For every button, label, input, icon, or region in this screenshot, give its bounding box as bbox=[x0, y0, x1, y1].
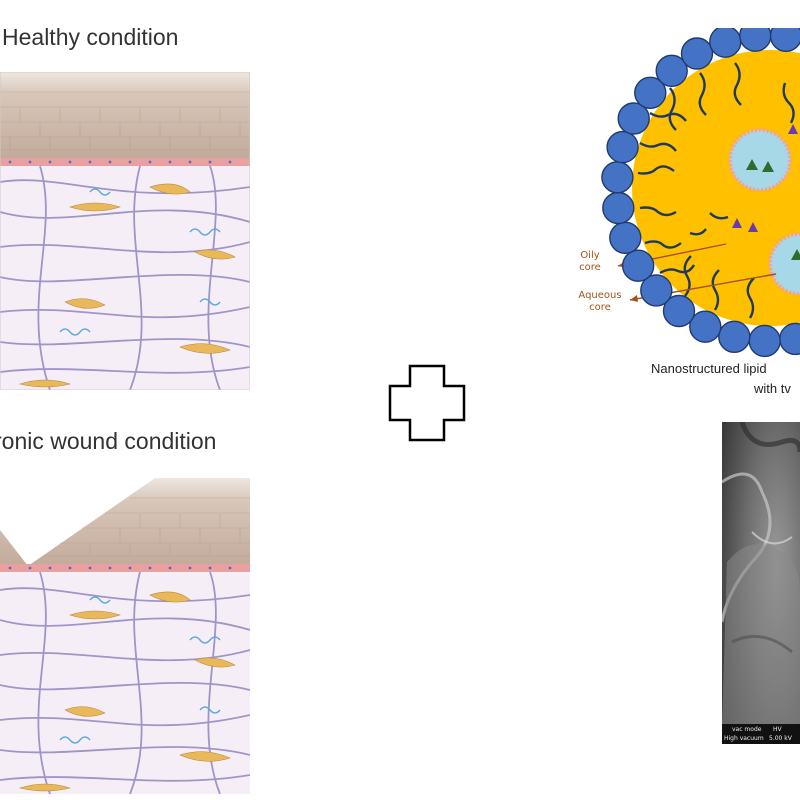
chronic-wound-skin-illustration bbox=[0, 478, 250, 794]
sem-mode-value: High vacuum bbox=[724, 735, 764, 742]
lipid-head bbox=[621, 249, 655, 282]
lipid-head bbox=[718, 320, 751, 353]
lipid-head bbox=[617, 102, 650, 135]
lipid-head-shell bbox=[601, 28, 800, 358]
aqueous-core-label: Aqueous core bbox=[578, 290, 621, 313]
basal-membrane bbox=[0, 158, 250, 166]
elastic-fibers bbox=[59, 188, 221, 336]
lipid-head bbox=[609, 221, 642, 255]
lipid-head bbox=[602, 191, 635, 225]
healthy-skin-illustration bbox=[0, 72, 250, 390]
aqueous-label-line1: Aqueous bbox=[578, 290, 621, 301]
fibroblast-cells bbox=[18, 591, 236, 792]
nlc-caption-line2: with tv bbox=[754, 381, 791, 396]
nlc-caption-line1: Nanostructured lipid bbox=[651, 361, 767, 376]
oily-label-line2: core bbox=[579, 262, 601, 273]
oily-core-label: Oily core bbox=[579, 250, 601, 273]
fibroblast-cells bbox=[18, 183, 236, 388]
lipid-head bbox=[640, 274, 673, 307]
chronic-wound-condition-title: ronic wound condition bbox=[0, 428, 217, 454]
oily-label-line1: Oily bbox=[580, 250, 599, 261]
lipid-head bbox=[606, 130, 639, 164]
lipid-head bbox=[655, 54, 688, 87]
aqueous-label-line2: core bbox=[589, 302, 611, 313]
collagen-fibers bbox=[0, 165, 250, 390]
nanostructured-lipid-carrier-diagram: Oily core Aqueous core bbox=[578, 28, 800, 358]
oily-core bbox=[632, 50, 800, 326]
aqueous-core-upper bbox=[728, 128, 792, 192]
aqueous-core-lower bbox=[768, 232, 800, 296]
sem-hv-header: HV bbox=[773, 726, 782, 733]
sem-hv-value: 5.00 kV bbox=[769, 735, 792, 742]
plus-outline-icon bbox=[388, 364, 466, 442]
sem-micrograph bbox=[722, 422, 800, 744]
sem-mode-header: vac mode bbox=[732, 726, 762, 733]
elastic-fibers bbox=[59, 596, 221, 744]
collagen-fibers bbox=[0, 571, 250, 794]
lipid-head bbox=[739, 28, 772, 52]
lipid-head bbox=[634, 76, 667, 110]
lipid-head bbox=[769, 28, 800, 52]
epidermis-layer-wounded bbox=[0, 478, 250, 566]
lipid-head bbox=[662, 294, 696, 328]
epidermis-layer bbox=[0, 72, 250, 158]
basal-membrane bbox=[0, 564, 250, 572]
lipid-head bbox=[601, 161, 634, 194]
lipophilic-drug-triangles bbox=[732, 124, 798, 232]
lipid-head bbox=[709, 28, 742, 58]
healthy-condition-title: Healthy condition bbox=[2, 24, 179, 50]
lipid-head bbox=[779, 322, 800, 356]
lipid-head bbox=[689, 310, 722, 343]
sem-info-bar: vac mode High vacuum HV 5.00 kV bbox=[722, 724, 800, 744]
hydrophilic-drug-triangles bbox=[746, 159, 800, 260]
lipid-tails bbox=[637, 62, 795, 319]
lipid-head bbox=[680, 37, 714, 70]
lipid-head bbox=[748, 324, 781, 358]
